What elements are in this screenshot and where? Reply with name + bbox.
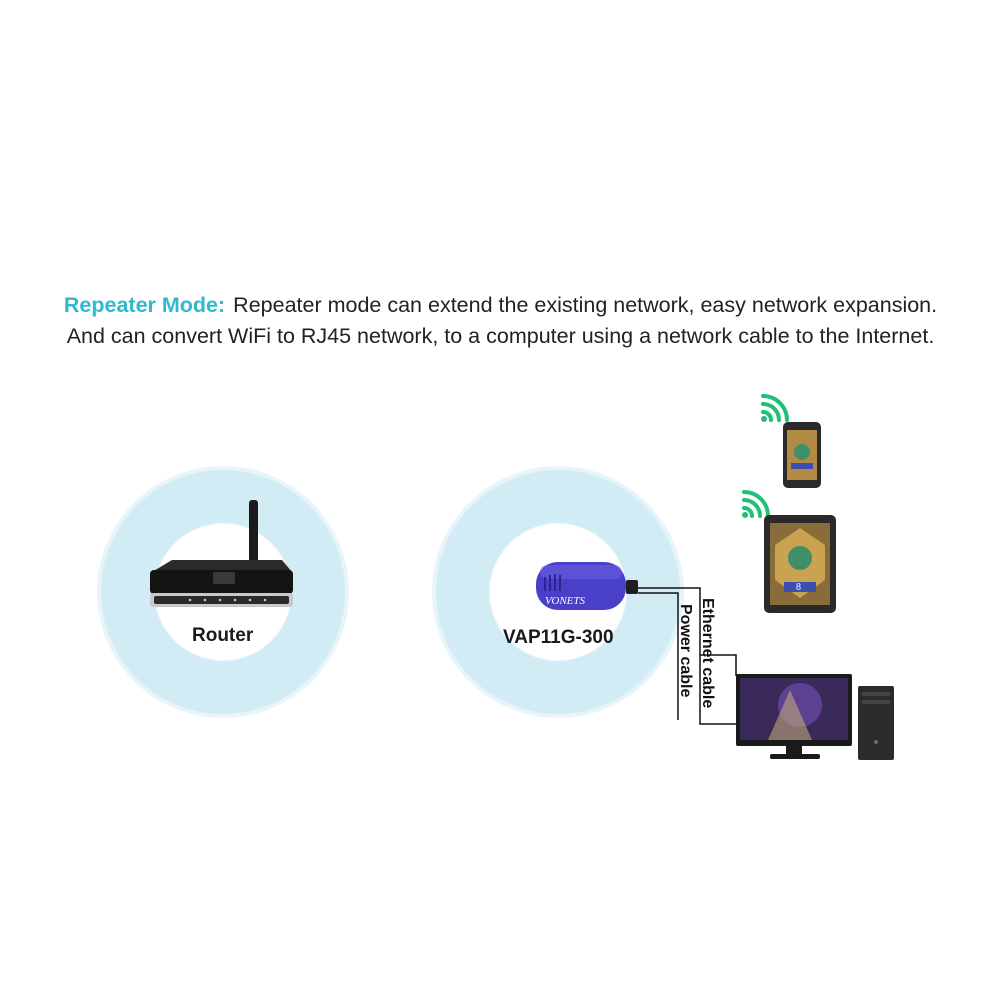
repeater-mode-label: Repeater Mode: xyxy=(63,293,226,317)
caption-line-1: Repeater Mode: Repeater mode can extend t… xyxy=(0,293,1001,318)
repeater-mode-description: Repeater mode can extend the existing ne… xyxy=(233,293,938,317)
caption-line-2: And can convert WiFi to RJ45 network, to… xyxy=(66,324,935,348)
repeater-icon: VONETS xyxy=(536,562,638,610)
svg-text:8: 8 xyxy=(796,582,801,593)
ethernet-cable-label: Ethernet cable xyxy=(699,598,716,709)
wifi-signal-dot xyxy=(761,416,767,422)
repeater-label: VAP11G-300 xyxy=(503,627,614,648)
wifi-signal-dot xyxy=(742,512,748,518)
wifi-signal-icon xyxy=(761,394,789,422)
tablet-icon: 8 xyxy=(764,515,836,613)
wifi-signal-icon xyxy=(742,490,770,518)
repeater-brand-logo: VONETS xyxy=(545,595,586,607)
router-label: Router xyxy=(192,625,254,646)
phone-icon xyxy=(783,422,821,488)
router-icon xyxy=(150,500,293,607)
desktop-computer-icon xyxy=(736,674,894,760)
power-cable-label: Power cable xyxy=(677,604,694,698)
cable-lines xyxy=(638,587,737,725)
